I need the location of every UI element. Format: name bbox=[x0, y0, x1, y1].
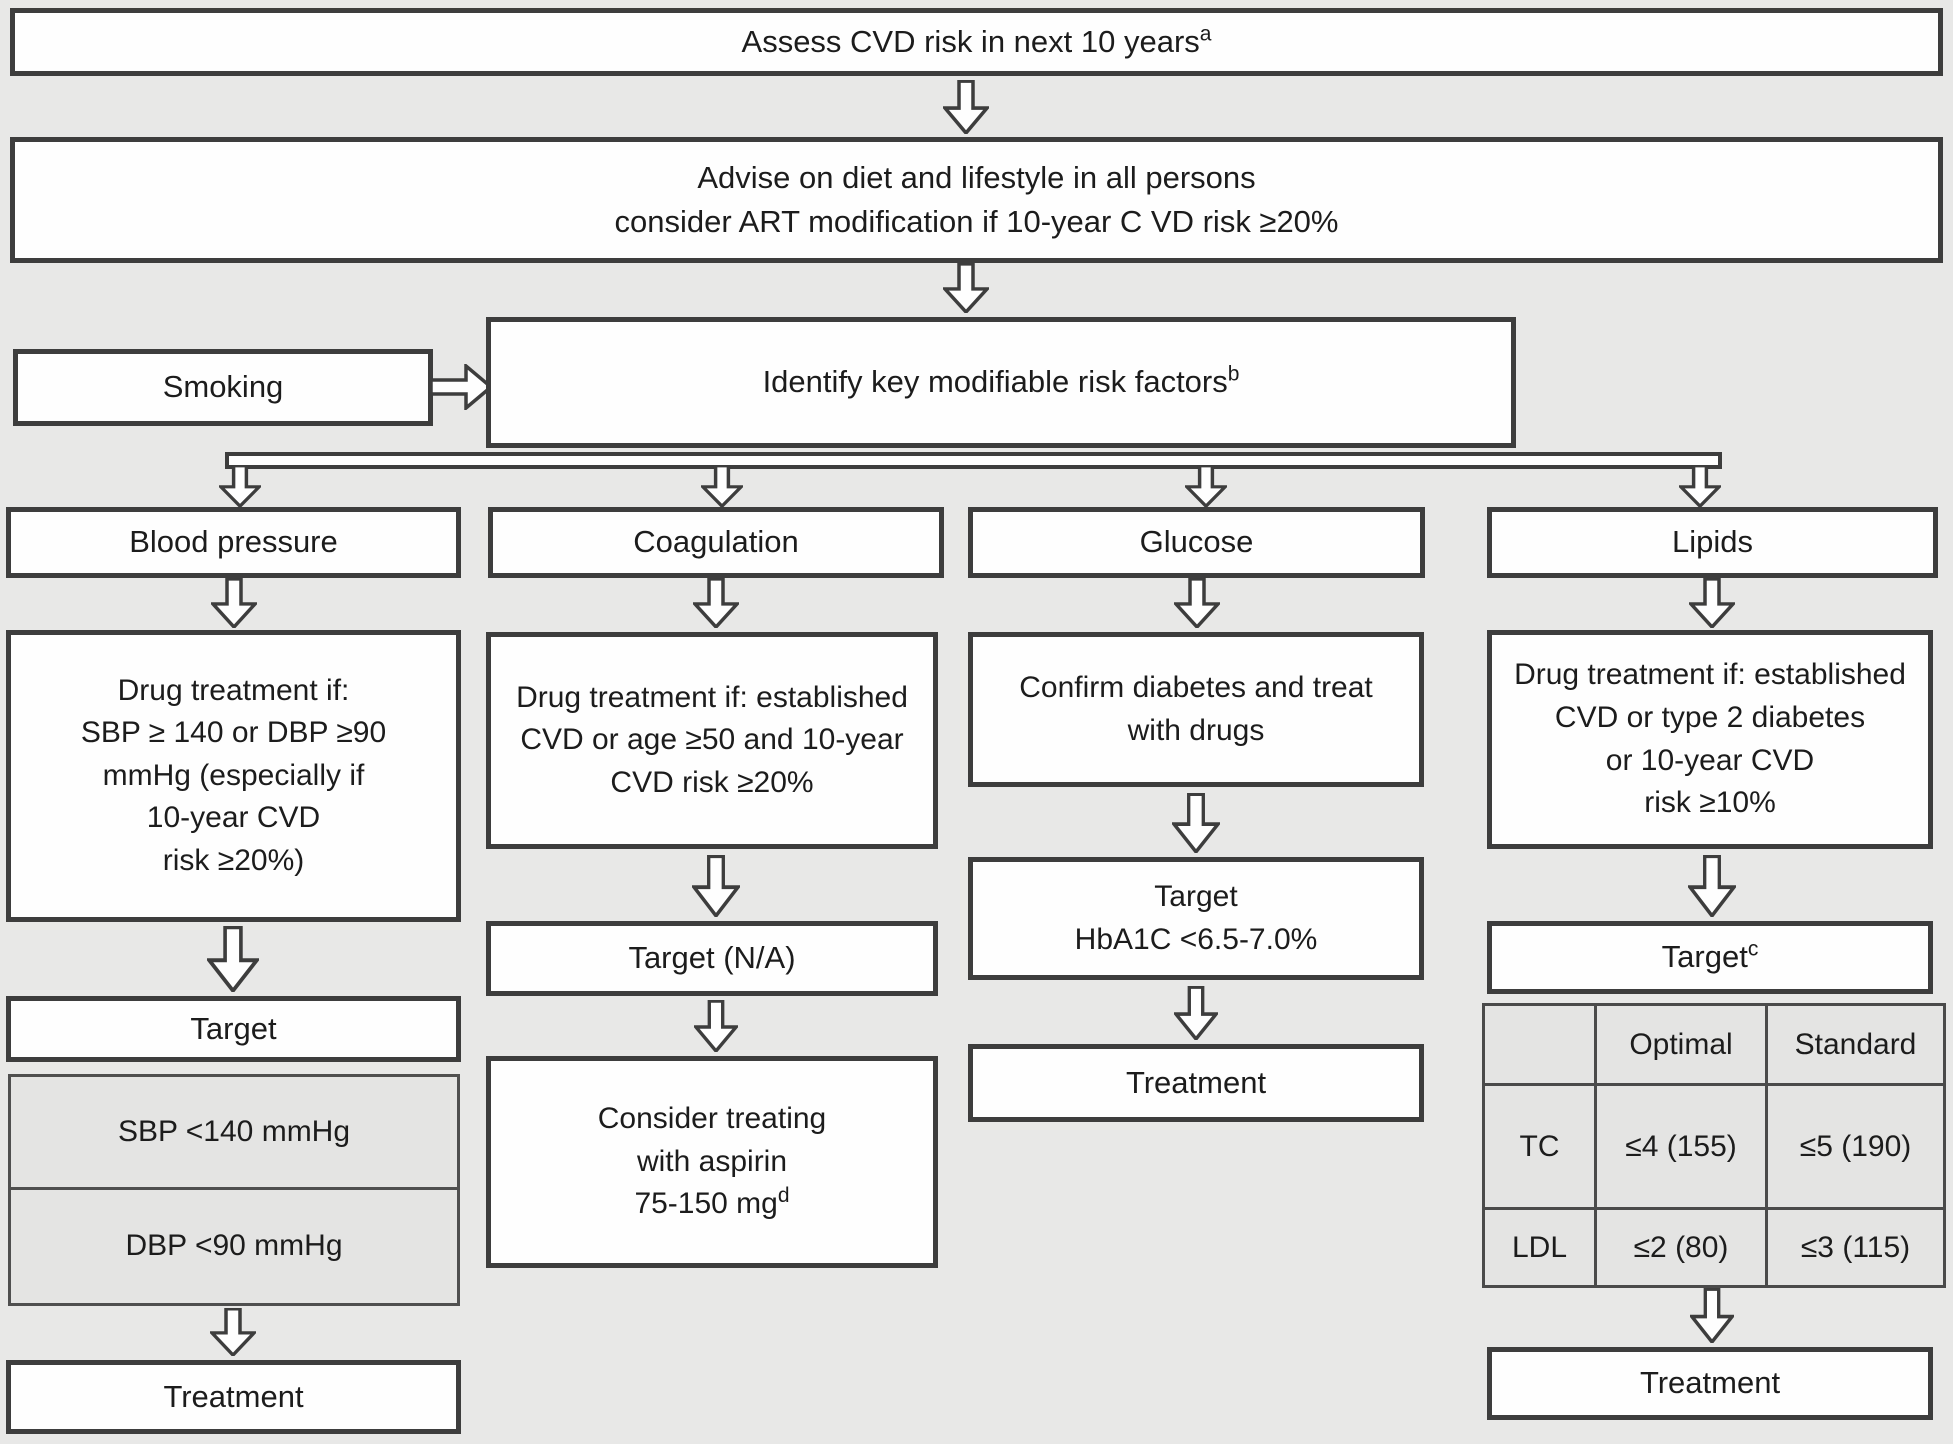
down-arrow-icon bbox=[1185, 465, 1227, 507]
coag-target-label: Target (N/A) bbox=[628, 940, 796, 976]
down-arrow-icon bbox=[219, 465, 261, 507]
lipids-table-ldl-optimal: ≤2 (80) bbox=[1594, 1207, 1768, 1288]
lipids-table-ldl-row: LDL ≤2 (80) ≤3 (115) bbox=[1482, 1207, 1946, 1288]
lipids-drug-line: CVD or type 2 diabetes bbox=[1554, 700, 1866, 734]
lipids-drug-treatment-box: Drug treatment if: established CVD or ty… bbox=[1487, 630, 1933, 849]
glucose-target-line: HbA1C <6.5-7.0% bbox=[1074, 922, 1318, 956]
bp-treatment-label: Treatment bbox=[163, 1378, 304, 1414]
glucose-target-box: Target HbA1C <6.5-7.0% bbox=[968, 857, 1424, 980]
bp-target-label: Target bbox=[190, 1010, 277, 1046]
lipids-header-box: Lipids bbox=[1487, 507, 1938, 578]
bp-sbp-target-label: SBP <140 mmHg bbox=[117, 1114, 351, 1148]
lipids-table-standard-header: Standard bbox=[1765, 1003, 1946, 1086]
coag-consider-line: Consider treating bbox=[597, 1102, 827, 1136]
lipids-table-header-row: Optimal Standard bbox=[1482, 1003, 1946, 1086]
lipids-drug-line: or 10-year CVD bbox=[1605, 743, 1815, 777]
lipids-target-table: Optimal Standard TC ≤4 (155) ≤5 (190) LD… bbox=[1482, 1003, 1946, 1288]
footnote-d: d bbox=[777, 1184, 790, 1208]
coagulation-header-label: Coagulation bbox=[633, 524, 799, 560]
lipids-drug-line: risk ≥10% bbox=[1644, 786, 1776, 820]
glucose-confirm-line: Confirm diabetes and treat bbox=[1019, 670, 1373, 704]
identify-risk-factors-box: Identify key modifiable risk factorsb bbox=[486, 317, 1516, 448]
down-arrow-icon bbox=[943, 80, 989, 134]
lipids-table-ldl-standard: ≤3 (115) bbox=[1765, 1207, 1946, 1288]
down-arrow-icon bbox=[693, 578, 739, 628]
glucose-treatment-label: Treatment bbox=[1125, 1064, 1267, 1100]
bp-target-box: Target bbox=[6, 996, 461, 1062]
bp-drug-line: risk ≥20%) bbox=[162, 843, 305, 877]
right-arrow-icon bbox=[430, 364, 492, 410]
smoking-label: Smoking bbox=[162, 369, 284, 405]
lipids-treatment-box: Treatment bbox=[1487, 1347, 1933, 1420]
coag-drug-line: CVD risk ≥20% bbox=[610, 765, 814, 799]
glucose-confirm-line: with drugs bbox=[1127, 713, 1265, 747]
down-arrow-icon bbox=[701, 465, 743, 507]
lipids-treatment-label: Treatment bbox=[1639, 1365, 1781, 1401]
down-arrow-icon bbox=[1689, 578, 1735, 628]
blood-pressure-header-label: Blood pressure bbox=[129, 524, 338, 560]
lipids-table-tc-standard: ≤5 (190) bbox=[1765, 1083, 1946, 1210]
lipids-table-tc-label: TC bbox=[1482, 1083, 1597, 1210]
lipids-table-tc-optimal: ≤4 (155) bbox=[1594, 1083, 1768, 1210]
bp-dbp-target-label: DBP <90 mmHg bbox=[125, 1229, 343, 1263]
coag-consider-line: with aspirin bbox=[636, 1144, 788, 1178]
down-arrow-icon bbox=[207, 926, 259, 992]
bp-drug-line: 10-year CVD bbox=[146, 801, 321, 835]
down-arrow-icon bbox=[692, 855, 740, 917]
lipids-table-tc-row: TC ≤4 (155) ≤5 (190) bbox=[1482, 1083, 1946, 1210]
bp-drug-line: SBP ≥ 140 or DBP ≥90 bbox=[80, 716, 387, 750]
lipids-table-corner-cell bbox=[1482, 1003, 1597, 1086]
footnote-b: b bbox=[1227, 363, 1240, 387]
down-arrow-icon bbox=[1690, 1288, 1734, 1343]
lipids-table-optimal-header: Optimal bbox=[1594, 1003, 1768, 1086]
coag-drug-line: CVD or age ≥50 and 10-year bbox=[520, 723, 904, 757]
lipids-header-label: Lipids bbox=[1672, 524, 1753, 560]
lipids-target-box: Targetc bbox=[1487, 921, 1933, 994]
glucose-confirm-diabetes-box: Confirm diabetes and treat with drugs bbox=[968, 632, 1424, 787]
glucose-header-box: Glucose bbox=[968, 507, 1425, 578]
advise-line-2: consider ART modification if 10-year C V… bbox=[614, 204, 1339, 239]
down-arrow-icon bbox=[694, 1000, 738, 1052]
bp-sbp-target-box: SBP <140 mmHg bbox=[8, 1074, 460, 1190]
identify-risk-factors-label: Identify key modifiable risk factorsb bbox=[762, 363, 1240, 400]
advise-diet-lifestyle-box: Advise on diet and lifestyle in all pers… bbox=[10, 137, 1943, 263]
footnote-c: c bbox=[1747, 938, 1759, 962]
coag-target-box: Target (N/A) bbox=[486, 921, 938, 996]
blood-pressure-header-box: Blood pressure bbox=[6, 507, 461, 578]
coag-consider-line: 75-150 mgd bbox=[634, 1184, 790, 1221]
branch-connector-line bbox=[225, 452, 1722, 469]
lipids-target-label: Targetc bbox=[1661, 938, 1759, 975]
smoking-box: Smoking bbox=[13, 349, 433, 426]
down-arrow-icon bbox=[1688, 855, 1736, 917]
assess-cvd-risk-box: Assess CVD risk in next 10 yearsa bbox=[10, 8, 1943, 76]
lipids-table-ldl-label: LDL bbox=[1482, 1207, 1597, 1288]
down-arrow-icon bbox=[1172, 793, 1220, 853]
bp-drug-treatment-box: Drug treatment if: SBP ≥ 140 or DBP ≥90 … bbox=[6, 630, 461, 922]
footnote-a: a bbox=[1199, 22, 1212, 46]
advise-line-1: Advise on diet and lifestyle in all pers… bbox=[697, 159, 1256, 195]
glucose-header-label: Glucose bbox=[1139, 524, 1254, 560]
coag-drug-treatment-box: Drug treatment if: established CVD or ag… bbox=[486, 632, 938, 849]
bp-drug-line: mmHg (especially if bbox=[102, 758, 365, 792]
bp-drug-line: Drug treatment if: bbox=[117, 673, 350, 707]
lipids-drug-line: Drug treatment if: established bbox=[1514, 658, 1906, 692]
down-arrow-icon bbox=[943, 263, 989, 313]
down-arrow-icon bbox=[211, 578, 257, 628]
bp-dbp-target-box: DBP <90 mmHg bbox=[8, 1190, 460, 1306]
down-arrow-icon bbox=[210, 1308, 256, 1356]
down-arrow-icon bbox=[1679, 465, 1721, 507]
glucose-treatment-box: Treatment bbox=[968, 1044, 1424, 1122]
coagulation-header-box: Coagulation bbox=[488, 507, 944, 578]
bp-treatment-box: Treatment bbox=[6, 1360, 461, 1434]
down-arrow-icon bbox=[1174, 986, 1218, 1040]
coag-drug-line: Drug treatment if: established bbox=[516, 680, 908, 714]
coag-consider-aspirin-box: Consider treating with aspirin 75-150 mg… bbox=[486, 1056, 938, 1268]
down-arrow-icon bbox=[1174, 578, 1220, 628]
glucose-target-line: Target bbox=[1154, 879, 1238, 913]
assess-cvd-risk-label: Assess CVD risk in next 10 yearsa bbox=[741, 22, 1212, 59]
